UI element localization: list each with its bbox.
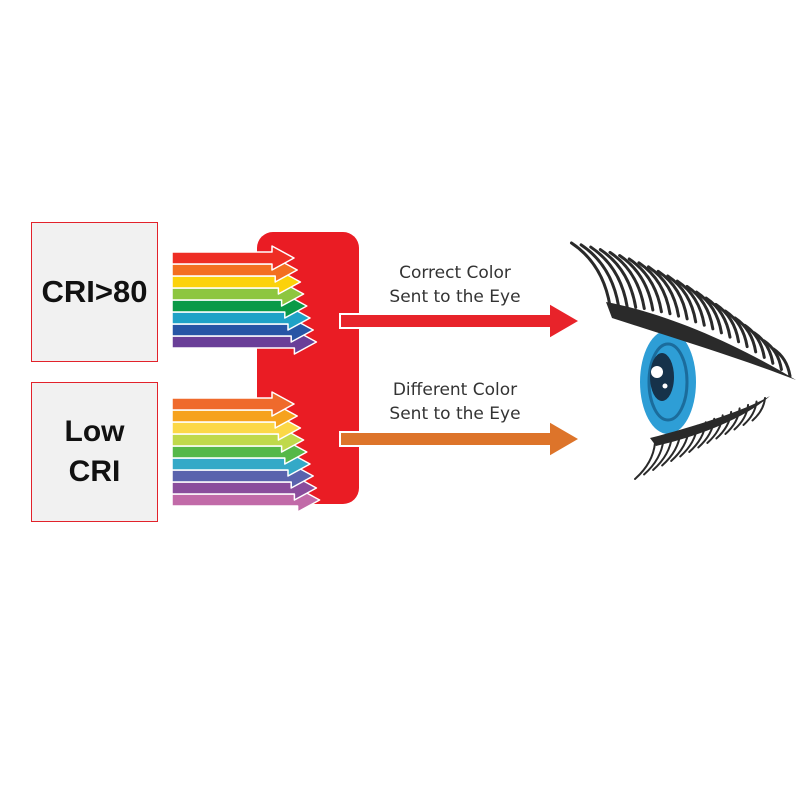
lower-lash-14	[751, 397, 766, 422]
lower-lash-13	[742, 400, 758, 426]
low-cri-label-box: Low CRI	[31, 382, 158, 522]
upper-lash-11	[666, 274, 698, 324]
upper-eyelid	[606, 302, 796, 380]
lower-lash-12	[733, 403, 750, 431]
lower-lash-6	[679, 424, 699, 458]
different-color-arrow	[339, 419, 582, 459]
upper-lash-20	[752, 331, 775, 365]
lower-lash-11	[724, 407, 741, 435]
upper-lash-7	[627, 257, 663, 314]
upper-lash-3	[589, 245, 629, 309]
upper-lash-10	[656, 269, 689, 321]
high-cri-label-box: CRI>80	[31, 222, 158, 362]
upper-lash-8	[637, 261, 672, 316]
lower-lash-9	[706, 414, 724, 444]
high-cri-label: CRI>80	[41, 274, 148, 309]
different-color-caption-line1: Different Color	[393, 380, 517, 400]
upper-lash-17	[723, 309, 749, 349]
upper-lashes	[570, 241, 792, 378]
lower-lash-7	[688, 421, 707, 453]
eye-pupil	[650, 353, 674, 401]
different-color-caption-line2: Sent to the Eye	[389, 404, 520, 424]
lower-lash-2	[643, 438, 665, 476]
upper-lash-4	[598, 248, 638, 309]
high-cri-spectrum-arrows	[171, 245, 318, 355]
eye-highlight-small	[662, 383, 668, 389]
correct-color-arrow	[339, 301, 582, 341]
eye-icon	[570, 241, 796, 480]
lower-lashes	[634, 397, 766, 480]
upper-lash-15	[704, 296, 732, 339]
upper-lash-21	[762, 339, 783, 371]
upper-lash-14	[695, 290, 723, 335]
upper-lash-6	[618, 254, 655, 312]
upper-lash-13	[685, 284, 715, 331]
lower-lash-10	[715, 410, 733, 440]
low-cri-spectrum-arrows	[171, 391, 321, 513]
correct-color-caption-line1: Correct Color	[399, 263, 511, 283]
lower-lash-4	[661, 431, 682, 467]
upper-lash-22	[772, 347, 792, 378]
eye-iris-ring	[647, 342, 689, 422]
upper-lash-2	[579, 243, 621, 308]
upper-lash-9	[646, 265, 681, 318]
upper-lash-19	[743, 323, 766, 359]
low-cri-label-line2: CRI	[68, 455, 121, 488]
low-cri-spectrum-arrow-1	[171, 391, 295, 417]
lower-lash-1	[634, 442, 656, 480]
upper-lash-16	[714, 302, 741, 344]
correct-color-caption-line2: Sent to the Eye	[389, 287, 520, 307]
lower-lash-3	[652, 435, 673, 471]
high-cri-spectrum-arrow-1	[171, 245, 295, 271]
upper-lash-12	[675, 279, 706, 327]
eye-highlight	[651, 366, 663, 378]
lower-lash-8	[697, 417, 716, 449]
upper-lash-18	[733, 316, 758, 354]
lower-lash-5	[670, 428, 690, 462]
upper-lash-1	[570, 241, 612, 308]
upper-lash-5	[608, 250, 646, 311]
low-cri-label-line1: Low	[64, 415, 125, 448]
